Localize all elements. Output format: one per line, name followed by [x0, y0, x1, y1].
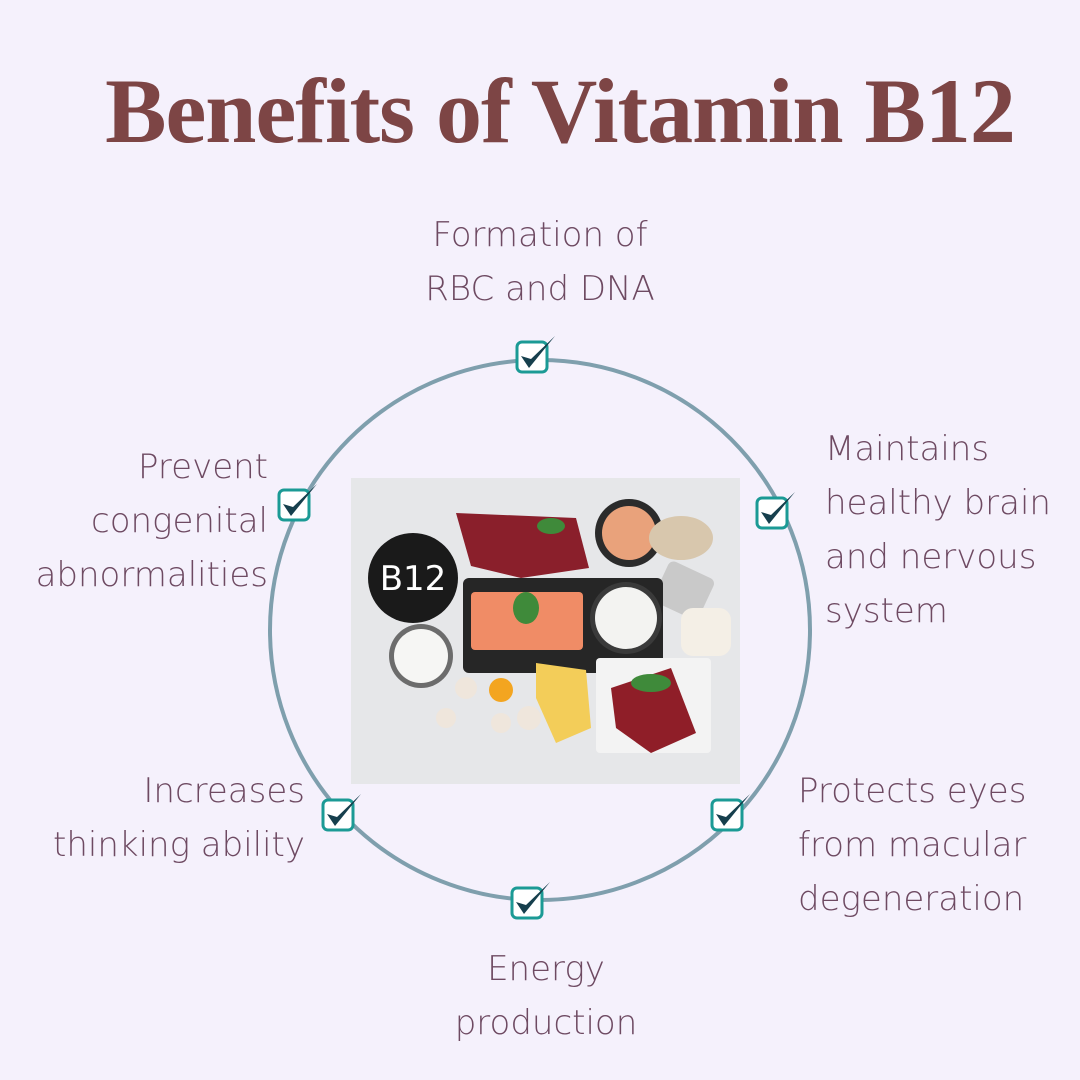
- benefit-line: Maintains: [825, 429, 990, 469]
- benefit-congenital: Prevent congenital abnormalities: [0, 440, 268, 602]
- benefit-line: thinking ability: [53, 825, 305, 865]
- benefit-line: and nervous: [825, 537, 1037, 577]
- benefit-line: Prevent: [138, 447, 268, 487]
- check-icon-lower-left: [321, 794, 361, 832]
- check-icon-top: [515, 336, 555, 374]
- benefit-line: abnormalities: [35, 555, 268, 595]
- benefit-line: Protects eyes: [798, 771, 1027, 811]
- benefit-line: degeneration: [798, 879, 1025, 919]
- check-icon-bottom: [510, 882, 550, 920]
- benefit-line: from macular: [798, 825, 1027, 865]
- benefit-line: RBC and DNA: [425, 269, 655, 309]
- benefit-energy: Energy production: [396, 942, 696, 1050]
- benefit-rbc-dna: Formation of RBC and DNA: [380, 208, 700, 316]
- benefit-line: Increases: [143, 771, 305, 811]
- benefit-line: healthy brain: [825, 483, 1051, 523]
- benefit-line: production: [454, 1003, 638, 1043]
- check-icon-lower-right: [710, 794, 750, 832]
- benefit-eyes: Protects eyes from macular degeneration: [798, 764, 1078, 926]
- b12-foods-photo: B12: [351, 478, 740, 784]
- benefit-line: congenital: [91, 501, 268, 541]
- check-icon-upper-left: [277, 484, 317, 522]
- benefit-brain-nervous: Maintains healthy brain and nervous syst…: [825, 422, 1075, 638]
- check-icon-upper-right: [755, 492, 795, 530]
- b12-plate-text: B12: [380, 559, 447, 599]
- b12-plate: [368, 533, 458, 623]
- benefit-line: system: [825, 591, 948, 631]
- page-title: Benefits of Vitamin B12: [105, 60, 1016, 162]
- benefit-thinking: Increases thinking ability: [0, 764, 305, 872]
- benefit-line: Formation of: [432, 215, 648, 255]
- benefit-line: Energy: [487, 949, 605, 989]
